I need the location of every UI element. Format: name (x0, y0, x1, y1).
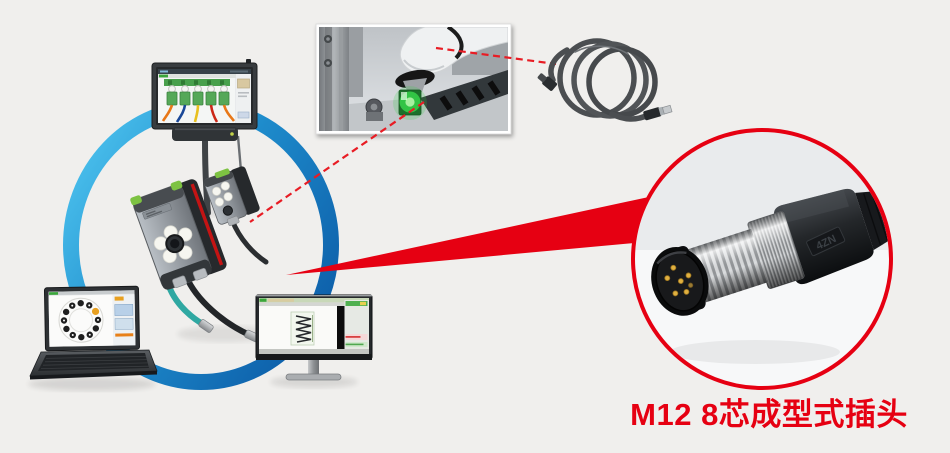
caption-label: M12 8芯成型式插头 (630, 397, 908, 432)
led-ring (153, 225, 193, 264)
vision-sensors (130, 166, 269, 343)
bearing-ring-image (58, 297, 104, 343)
dashed-line-to-cable (435, 46, 557, 66)
flagged-part (91, 307, 100, 316)
touch-panel-screen (158, 69, 251, 123)
vision-sensor-small (203, 166, 260, 226)
laptop-screen (48, 290, 136, 347)
m12-connector-closeup: 4ZN (631, 128, 893, 390)
desktop-monitor (255, 294, 373, 381)
robot-cell-photo (315, 23, 512, 135)
cable-plug-m12 (643, 104, 673, 121)
cable-plug-small (537, 73, 557, 91)
terminal-blocks (166, 85, 230, 106)
callout-wedge (286, 186, 700, 275)
monitor-screen (259, 298, 369, 354)
gold-pins (664, 264, 694, 297)
callout-circle-border (631, 128, 893, 390)
vision-sensor-large (130, 179, 227, 290)
inset-vision-sensor (393, 86, 427, 120)
spring-image (290, 311, 315, 346)
dashed-line-to-sensor (249, 101, 425, 223)
teal-cable (887, 171, 889, 226)
red-stripe (190, 183, 224, 266)
robot-cable (446, 27, 464, 60)
connector-face (651, 246, 709, 316)
laptop (29, 285, 158, 380)
coiled-cable (537, 38, 673, 122)
slotted-plate (420, 70, 508, 120)
black-sensor-cable (183, 273, 255, 339)
green-bumper (214, 168, 230, 179)
extrusion-rail (319, 27, 349, 131)
touch-panel (151, 59, 258, 216)
terminal-wires (161, 104, 236, 123)
green-bumper (130, 195, 142, 206)
brand-emboss: 4ZN (806, 226, 846, 257)
